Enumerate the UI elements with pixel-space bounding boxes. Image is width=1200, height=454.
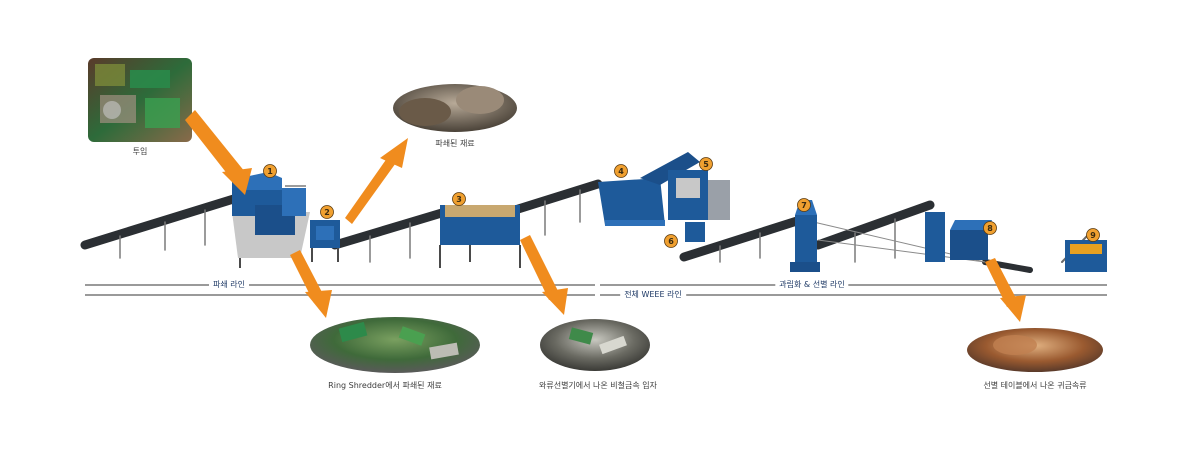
eddy-current-label: 와류선별기에서 나온 비철금속 입자 bbox=[538, 381, 658, 390]
sorting-table-machine bbox=[925, 212, 992, 262]
arrow-to-shredded-material bbox=[345, 138, 408, 224]
output-unit-machine bbox=[1065, 240, 1107, 272]
svg-text:9: 9 bbox=[1090, 231, 1096, 240]
svg-text:4: 4 bbox=[618, 167, 624, 176]
shredding-line-label: 파쇄 라인 bbox=[209, 279, 249, 290]
svg-text:2: 2 bbox=[324, 208, 330, 217]
input-ewaste-photo bbox=[88, 58, 192, 142]
ring-shredder-pile bbox=[310, 317, 480, 373]
arrow-to-ring-shredder-pile bbox=[290, 250, 332, 318]
arrow-to-precious-metals-pile bbox=[985, 258, 1026, 322]
step-badge-8: 8 bbox=[983, 221, 997, 235]
step-badge-2: 2 bbox=[320, 205, 334, 219]
step-badge-1: 1 bbox=[263, 164, 277, 178]
granulation-line-label: 과립화 & 선별 라인 bbox=[775, 279, 849, 290]
flow-arrows bbox=[185, 110, 1026, 322]
svg-text:1: 1 bbox=[267, 167, 273, 176]
weee-line-label: 전체 WEEE 라인 bbox=[620, 289, 686, 300]
ring-shredder-machine bbox=[310, 220, 340, 262]
svg-text:5: 5 bbox=[703, 160, 709, 169]
step-badge-6: 6 bbox=[664, 234, 678, 248]
feed-conveyor bbox=[80, 192, 245, 250]
step-badge-4: 4 bbox=[614, 164, 628, 178]
eddy-current-separator bbox=[439, 205, 521, 268]
precious-metals-pile bbox=[967, 328, 1103, 372]
granulator-machine bbox=[668, 170, 730, 242]
non-ferrous-pile bbox=[540, 319, 650, 371]
svg-text:6: 6 bbox=[668, 237, 674, 246]
shredded-conveyor bbox=[330, 207, 450, 250]
step-badge-7: 7 bbox=[797, 198, 811, 212]
step-badges: 1 2 3 4 5 6 7 8 9 bbox=[263, 157, 1100, 248]
arrow-to-non-ferrous-pile bbox=[520, 235, 568, 315]
step-badge-3: 3 bbox=[452, 192, 466, 206]
svg-text:3: 3 bbox=[456, 195, 462, 204]
svg-text:8: 8 bbox=[987, 224, 993, 233]
sorting-table-label: 선별 테이블에서 나온 귀금속류 bbox=[983, 381, 1087, 390]
svg-text:7: 7 bbox=[801, 201, 807, 210]
shredded-material-pile bbox=[393, 84, 517, 132]
shredded-material-label: 파쇄된 재료 bbox=[435, 139, 475, 148]
input-label: 투입 bbox=[132, 147, 148, 156]
ring-shredder-label: Ring Shredder에서 파쇄된 재료 bbox=[328, 381, 442, 390]
step-badge-5: 5 bbox=[699, 157, 713, 171]
granulator-conveyor bbox=[679, 215, 805, 262]
shredder-machine bbox=[232, 172, 310, 268]
weee-conveyor bbox=[510, 179, 603, 215]
arrow-input-to-shredder bbox=[185, 110, 252, 195]
sorting-conveyor bbox=[813, 200, 935, 250]
step-badge-9: 9 bbox=[1086, 228, 1100, 242]
granulator-feed-machine bbox=[598, 152, 700, 226]
